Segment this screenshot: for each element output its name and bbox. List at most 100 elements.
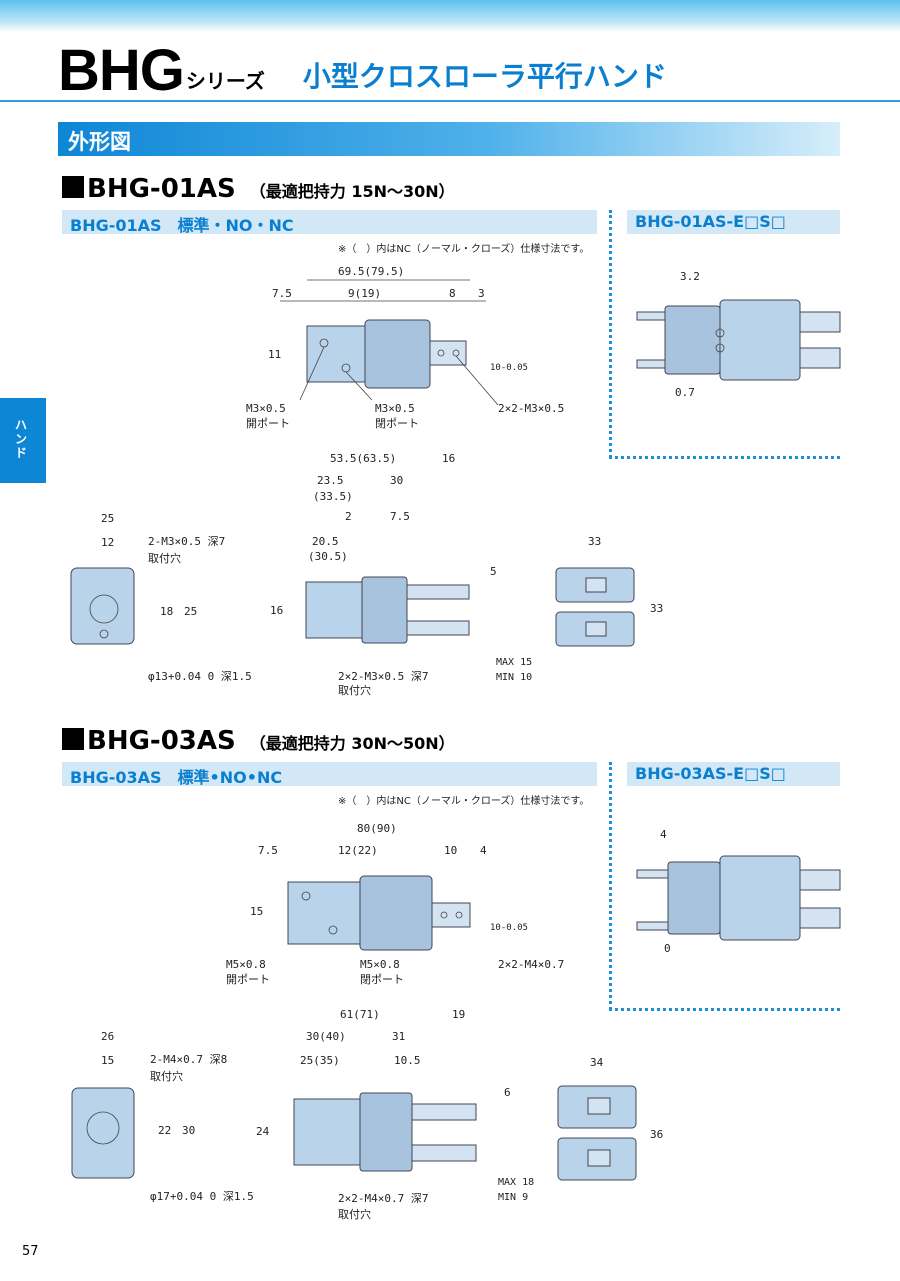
side-cylinder — [305, 581, 363, 639]
side-b: 23.5 — [317, 474, 344, 487]
side-tap-label: 取付穴 — [338, 1207, 371, 1221]
side-max: MAX 15 — [496, 657, 532, 668]
dotted-divider-h-03 — [609, 1008, 840, 1011]
guide-block — [364, 319, 431, 389]
opt-dim-a: 4 — [660, 828, 667, 841]
left-a: 12 — [101, 536, 114, 549]
side-tap: 2×2-M3×0.5 深7 — [338, 670, 428, 683]
side-g: 5 — [490, 565, 497, 578]
guide-block — [359, 875, 433, 951]
dim-top-tol: 10-0.05 — [490, 363, 528, 373]
series-code: BHG — [58, 38, 185, 103]
side-f: 20.5 — [312, 535, 339, 548]
side-e: 10.5 — [394, 1054, 421, 1067]
option-guide — [719, 299, 801, 381]
right-h: 36 — [650, 1128, 663, 1141]
series-suffix: シリーズ — [185, 69, 265, 93]
model-force: （最適把持力 30N〜50N） — [249, 734, 455, 753]
nc-note-03: ※（ ）内はNC（ノーマル・クローズ）仕様寸法です。 — [338, 796, 590, 807]
left-w: 25 — [101, 512, 114, 525]
cylinder-body — [306, 325, 366, 383]
side-tap: 2×2-M4×0.7 深7 — [338, 1192, 428, 1205]
left-tap: 2-M4×0.7 深8 — [150, 1053, 227, 1066]
port-open-label: 開ポート — [226, 973, 270, 986]
side-f2: (30.5) — [308, 550, 348, 563]
side-e: 7.5 — [390, 510, 410, 523]
side-tab[interactable]: ハンド — [0, 398, 46, 483]
sensor-rod — [636, 359, 666, 369]
side-jaw — [406, 584, 470, 600]
left-h1: 18 — [160, 605, 173, 618]
side-overall: 61(71) — [340, 1008, 380, 1021]
port-close-label: 閉ポート — [375, 417, 419, 430]
left-tap-label: 取付穴 — [150, 1069, 183, 1083]
left-h2: 25 — [184, 605, 197, 618]
dim-top-h: 15 — [250, 905, 263, 918]
top-view-03: 80(90) 7.5 12(22) 10 4 15 10-0.05 M5×0.8… — [226, 822, 564, 986]
left-bore: φ17+0.04 0 深1.5 — [150, 1190, 254, 1203]
dotted-divider-h-01 — [609, 456, 840, 459]
dim-top-b: 12(22) — [338, 844, 378, 857]
opt-label-bar-01: BHG-01AS-E□S□ — [627, 210, 840, 234]
side-g: 6 — [504, 1086, 511, 1099]
side-d: 2 — [345, 510, 352, 523]
series-title: 小型クロスローラ平行ハンド — [302, 60, 667, 93]
model-code: BHG-01AS — [87, 174, 236, 204]
left-w: 26 — [101, 1030, 114, 1043]
left-tap-label: 取付穴 — [148, 551, 181, 565]
opt-label: BHG-03AS-E□S□ — [635, 764, 786, 783]
top-gradient-band — [0, 0, 900, 32]
left-view-03: 26 15 2-M4×0.7 深8 取付穴 22 30 φ17+0.04 0 深… — [71, 1030, 254, 1203]
side-guide — [361, 576, 408, 644]
side-view-01: 53.5(63.5) 16 23.5 (33.5) 30 2 7.5 20.5 … — [270, 452, 532, 697]
left-h1: 22 — [158, 1124, 171, 1137]
bore-icon — [89, 594, 119, 624]
top-view-01: 69.5(79.5) 7.5 9(19) 8 3 11 10-0.05 M3×0… — [246, 265, 564, 430]
jaw-tap-icon — [437, 349, 445, 357]
port-open-label: 開ポート — [246, 417, 290, 430]
side-a: 16 — [442, 452, 455, 465]
port-close-size: M3×0.5 — [375, 402, 415, 415]
side-min: MIN 10 — [496, 672, 532, 683]
side-view-03: 61(71) 19 30(40) 31 25(35) 10.5 24 6 MAX… — [256, 1008, 534, 1221]
port-open-size: M5×0.8 — [226, 958, 266, 971]
side-c: 31 — [392, 1030, 405, 1043]
right-view-01: 33 33 — [555, 535, 663, 647]
cylinder-body — [287, 881, 361, 945]
dotted-divider-v-03 — [609, 762, 612, 1010]
header-rule — [0, 100, 900, 102]
left-h2: 30 — [182, 1124, 195, 1137]
side-c: 30 — [390, 474, 403, 487]
side-overall: 53.5(63.5) — [330, 452, 396, 465]
option-body — [664, 305, 721, 375]
model-heading-01: BHG-01AS（最適把持力 15N〜30N） — [62, 174, 455, 204]
dim-top-tol: 10-0.05 — [490, 923, 528, 933]
port-close-size: M5×0.8 — [360, 958, 400, 971]
end-face — [70, 567, 135, 645]
model-code: BHG-03AS — [87, 726, 236, 756]
opt-dim-b: 0.7 — [675, 386, 695, 399]
option-jaw — [799, 347, 841, 369]
page-header: BHG シリーズ 小型クロスローラ平行ハンド — [58, 30, 667, 100]
left-view-01: 25 12 2-M3×0.5 深7 取付穴 18 25 φ13+0.04 0 深… — [70, 512, 252, 683]
dim-top-overall: 69.5(79.5) — [338, 265, 404, 278]
opt-label: BHG-01AS-E□S□ — [635, 212, 786, 231]
option-view-03: 4 0 — [636, 828, 841, 955]
right-w: 34 — [590, 1056, 604, 1069]
dotted-divider-v-01 — [609, 210, 612, 458]
std-label-bar-03: BHG-03AS 標準•NO•NC — [62, 762, 597, 787]
opt-dim-b: 0 — [664, 942, 671, 955]
dim-top-d: 4 — [480, 844, 487, 857]
side-max: MAX 18 — [498, 1177, 534, 1188]
std-label-bar-01: BHG-01AS 標準・NO・NC — [62, 210, 597, 235]
right-w: 33 — [588, 535, 601, 548]
right-h: 33 — [650, 602, 663, 615]
dim-top-c: 10 — [444, 844, 457, 857]
dim-top-c: 8 — [449, 287, 456, 300]
jaw-tap-size: 2×2-M3×0.5 — [498, 402, 564, 415]
dim-top-b: 9(19) — [348, 287, 381, 300]
side-jaw — [406, 620, 470, 636]
std-label: BHG-03AS 標準•NO•NC — [70, 768, 283, 787]
opt-dim-a: 3.2 — [680, 270, 700, 283]
